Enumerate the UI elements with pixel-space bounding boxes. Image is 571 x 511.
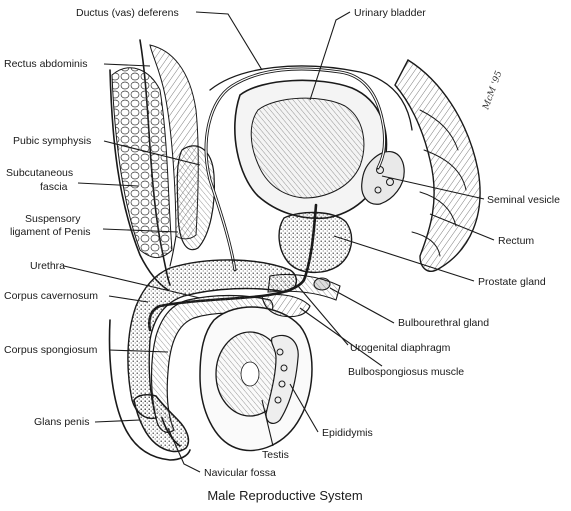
label-urethra: Urethra [30,260,65,272]
label-subcutaneous-fascia-1: Subcutaneous [6,167,73,179]
label-subcutaneous-fascia-2: fascia [40,181,68,193]
label-bulbourethral-gland: Bulbourethral gland [398,317,489,329]
label-pubic-symphysis: Pubic symphysis [13,135,91,147]
label-ductus-deferens: Ductus (vas) deferens [76,7,179,19]
label-rectum: Rectum [498,235,534,247]
label-rectus-abdominis: Rectus abdominis [4,58,87,70]
rectum-shape [395,60,480,271]
label-corpus-spongiosum: Corpus spongiosum [4,344,98,356]
label-epididymis: Epididymis [322,427,373,439]
pubic-symphysis-shape [177,146,214,250]
label-seminal-vesicle: Seminal vesicle [487,194,560,206]
label-corpus-cavernosum: Corpus cavernosum [4,290,98,302]
label-urinary-bladder: Urinary bladder [354,7,426,19]
testis-center [241,362,259,386]
label-glans-penis: Glans penis [34,416,89,428]
artist-signature: McM '95 [481,70,505,112]
subcutaneous-fat [112,68,172,258]
figure-caption: Male Reproductive System [207,488,362,503]
label-prostate-gland: Prostate gland [478,276,546,288]
label-testis: Testis [262,449,289,461]
label-urogenital-diaphragm: Urogenital diaphragm [350,342,451,354]
label-suspensory-ligament-2: ligament of Penis [10,226,91,238]
label-suspensory-ligament-1: Suspensory [25,213,81,225]
label-bulbospongiosus-muscle: Bulbospongiosus muscle [348,366,464,378]
illustration [110,40,481,460]
label-navicular-fossa: Navicular fossa [204,467,276,479]
glans-penis-shape [134,395,188,452]
